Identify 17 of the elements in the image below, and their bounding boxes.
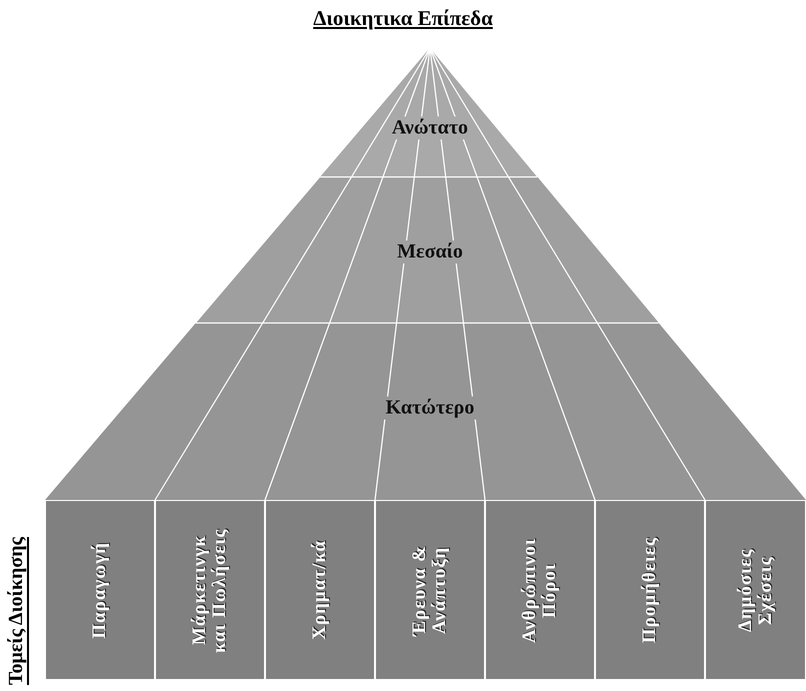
department-label: Μάρκετινγκ και Πωλήσεις bbox=[190, 526, 230, 655]
department-column bbox=[595, 500, 705, 680]
department-label: Προμήθειες bbox=[640, 536, 660, 644]
department-column bbox=[155, 500, 265, 680]
department-label: Παραγωγή bbox=[90, 542, 110, 638]
department-label: Ανθρώπινοι Πόροι bbox=[520, 536, 560, 645]
department-label: Έρευνα & Ανάπτυξη bbox=[410, 544, 450, 638]
department-label: Χρηματ/κά bbox=[310, 540, 330, 640]
level-label: Κατώτερο bbox=[382, 396, 478, 420]
department-column bbox=[265, 500, 375, 680]
department-column bbox=[375, 500, 485, 680]
title: Διοικητικα Επίπεδα bbox=[313, 6, 493, 30]
axis-heading: Τομείς Διοίκησης bbox=[4, 536, 28, 685]
department-label: Δημόσιες Σχέσεις bbox=[736, 547, 776, 634]
department-column bbox=[485, 500, 595, 680]
department-column bbox=[45, 500, 155, 680]
department-column bbox=[705, 500, 806, 680]
